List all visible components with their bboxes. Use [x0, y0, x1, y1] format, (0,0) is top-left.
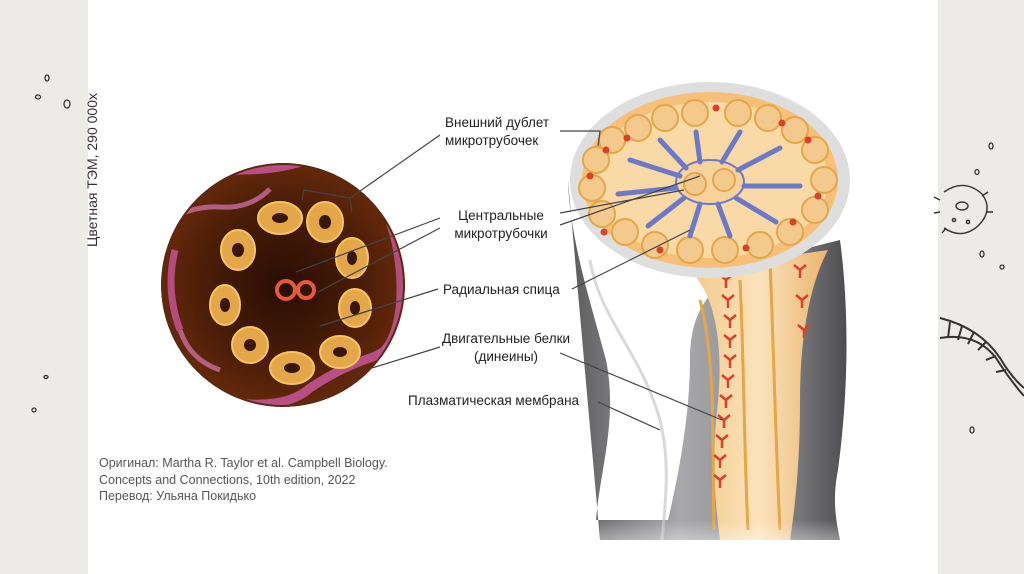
label-radial-spoke: Радиальная спица [443, 281, 560, 299]
credits-line-3: Перевод: Ульяна Покидько [99, 488, 388, 505]
tem-micrograph [160, 157, 412, 407]
label-plasma-membrane: Плазматическая мембрана [408, 392, 579, 410]
credits-block: Оригинал: Martha R. Taylor et al. Campbe… [99, 455, 388, 505]
credits-line-1: Оригинал: Martha R. Taylor et al. Campbe… [99, 455, 388, 472]
label-outer-doublet-line2: микротрубочек [445, 132, 549, 150]
axoneme-cylinder [568, 82, 850, 574]
label-outer-doublet-line1: Внешний дублет [445, 114, 549, 132]
bacterium-doodle-icon [934, 185, 993, 233]
label-central-line2: микротрубочки [436, 225, 566, 243]
dna-doodle-icon [940, 318, 1024, 396]
label-motor-line2: (динеины) [436, 348, 576, 366]
label-central-microtubules: Центральные микротрубочки [436, 207, 566, 243]
label-motor-proteins: Двигательные белки (динеины) [436, 330, 576, 366]
label-central-line1: Центральные [436, 207, 566, 225]
label-motor-line1: Двигательные белки [436, 330, 576, 348]
label-outer-doublet: Внешний дублет микротрубочек [445, 114, 549, 150]
credits-line-2: Concepts and Connections, 10th edition, … [99, 472, 388, 489]
micrograph-caption: Цветная ТЭМ, 290 000x [84, 50, 100, 290]
